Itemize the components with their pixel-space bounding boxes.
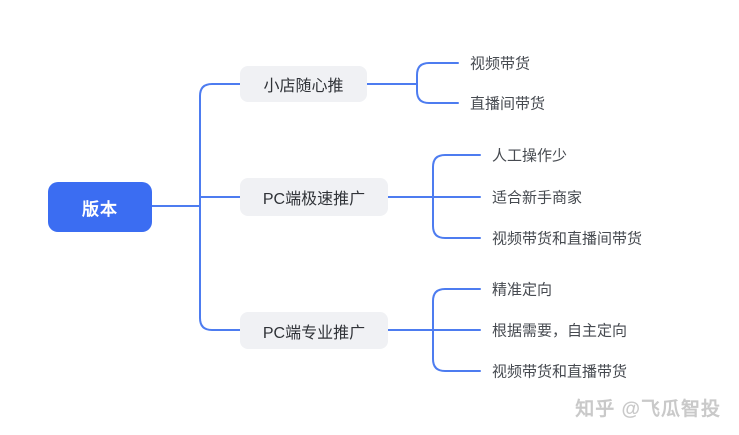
leaf-item: 视频带货	[470, 55, 531, 73]
connector-b2-bracket	[432, 154, 481, 239]
leaf-item: 视频带货和直播间带货	[492, 230, 643, 248]
branch-node-pc-jisu: PC端极速推广	[240, 178, 388, 216]
leaf-item: 视频带货和直播带货	[492, 363, 628, 381]
leaf-item: 精准定向	[492, 281, 553, 299]
leaf-item: 根据需要，自主定向	[492, 322, 628, 340]
leaf-item: 直播间带货	[470, 95, 546, 113]
root-node-version: 版本	[48, 182, 152, 232]
branch-node-pc-zhuanye: PC端专业推广	[240, 312, 388, 349]
watermark: 知乎 @飞瓜智投	[575, 399, 721, 420]
connector-b3-bracket	[432, 288, 481, 372]
connector-b1-bracket	[416, 62, 459, 104]
leaf-item: 适合新手商家	[492, 189, 583, 207]
branch-node-xiaodian: 小店随心推	[240, 66, 367, 102]
connector-trunk-bracket	[199, 83, 241, 331]
leaf-item: 人工操作少	[492, 147, 568, 165]
